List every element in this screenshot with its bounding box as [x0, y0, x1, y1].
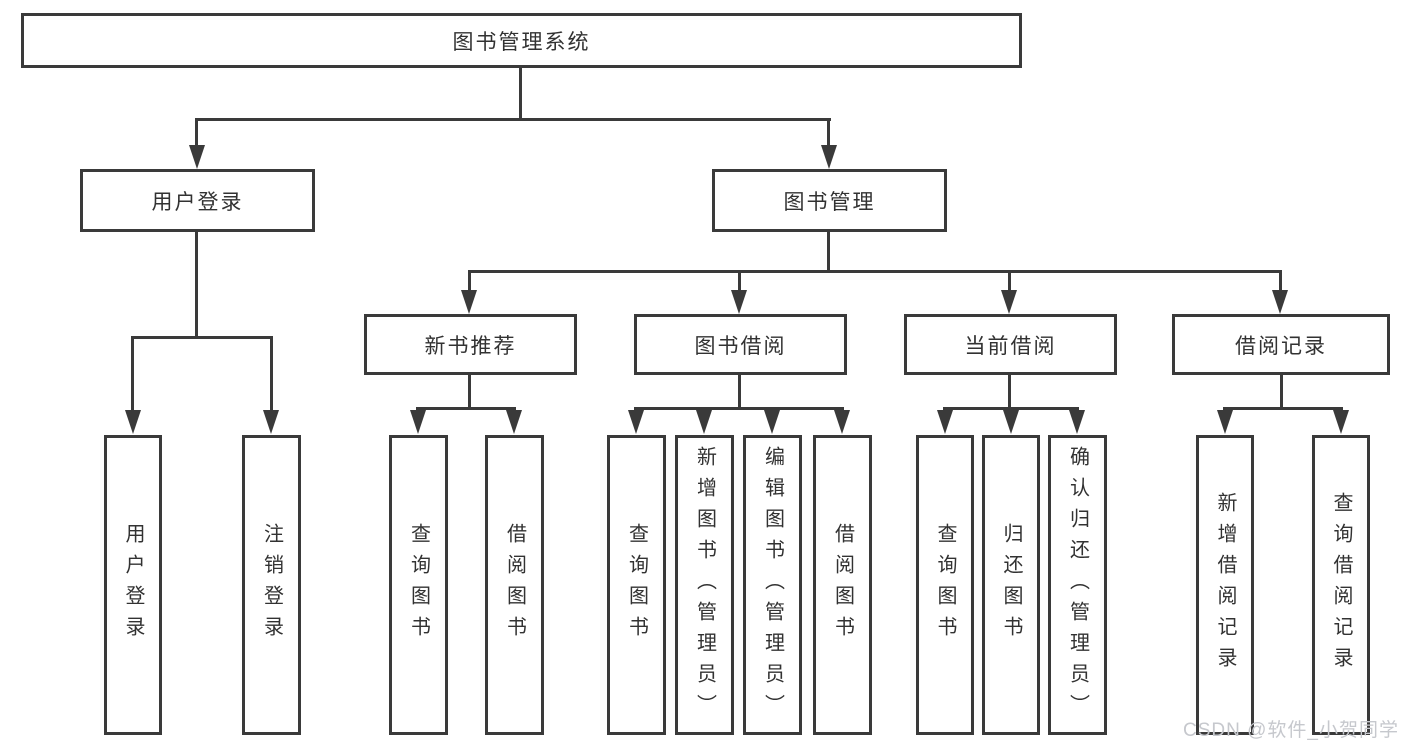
connector-to-user-login [195, 118, 198, 148]
connector-new-book-stem [468, 372, 471, 409]
node-book-management: 图书管理 [712, 169, 947, 232]
node-leaf-cb-return-books: 归还图书 [982, 435, 1040, 735]
node-leaf-nb-borrow-books: 借阅图书 [485, 435, 544, 735]
arrowhead-leaf-login [125, 410, 141, 434]
node-current-borrowing: 当前借阅 [904, 314, 1117, 375]
arrowhead-book-management [821, 145, 837, 169]
connector-user-login-stem [195, 229, 198, 338]
arrowhead-br-add [1217, 410, 1233, 434]
arrowhead-current-borrowing [1001, 290, 1017, 314]
connector-current-borrowing-stem [1008, 372, 1011, 409]
connector-borrowing-records-stem [1280, 372, 1283, 409]
node-leaf-bb-borrow-books: 借阅图书 [813, 435, 872, 735]
connector-book-management-stem [827, 229, 830, 272]
arrowhead-cb-return [1003, 410, 1019, 434]
arrowhead-nb-query [410, 410, 426, 434]
arrowhead-new-book [461, 290, 477, 314]
arrowhead-bb-add [696, 410, 712, 434]
connector-to-book-borrowing [738, 270, 741, 292]
connector-to-borrowing-records [1279, 270, 1282, 292]
node-leaf-nb-query-books: 查询图书 [389, 435, 448, 735]
connector-root-split [196, 118, 831, 121]
connector-user-login-split [131, 336, 273, 339]
connector-book-borrowing-split [634, 407, 844, 410]
arrowhead-user-login [189, 145, 205, 169]
connector-to-new-book [468, 270, 471, 292]
arrowhead-br-query [1333, 410, 1349, 434]
node-new-book-recommendation: 新书推荐 [364, 314, 577, 375]
connector-book-management-split [468, 270, 1282, 273]
arrowhead-cb-confirm [1069, 410, 1085, 434]
node-leaf-bb-query-books: 查询图书 [607, 435, 666, 735]
connector-to-leaf-login [131, 336, 134, 412]
node-leaf-bb-edit-books-admin: 编辑图书（管理员） [743, 435, 802, 735]
node-leaf-br-add-record: 新增借阅记录 [1196, 435, 1254, 735]
node-user-login: 用户登录 [80, 169, 315, 232]
connector-to-leaf-logout [270, 336, 273, 412]
node-leaf-logout: 注销登录 [242, 435, 301, 735]
arrowhead-nb-borrow [506, 410, 522, 434]
node-book-borrowing: 图书借阅 [634, 314, 847, 375]
arrowhead-book-borrowing [731, 290, 747, 314]
connector-borrowing-records-split [1223, 407, 1343, 410]
node-leaf-cb-confirm-return-admin: 确认归还（管理员） [1048, 435, 1107, 735]
arrowhead-borrowing-records [1272, 290, 1288, 314]
arrowhead-leaf-logout [263, 410, 279, 434]
watermark-text: CSDN @软件_小贺同学 [1183, 720, 1399, 741]
arrowhead-bb-borrow [834, 410, 850, 434]
node-leaf-br-query-record: 查询借阅记录 [1312, 435, 1370, 735]
node-leaf-bb-add-books-admin: 新增图书（管理员） [675, 435, 734, 735]
connector-to-book-management [827, 118, 830, 148]
node-leaf-user-login: 用户登录 [104, 435, 162, 735]
connector-current-borrowing-split [943, 407, 1079, 410]
node-library-management-system: 图书管理系统 [21, 13, 1022, 68]
connector-book-borrowing-stem [738, 372, 741, 409]
connector-root-stem [519, 66, 522, 120]
connector-to-current-borrowing [1008, 270, 1011, 292]
arrowhead-bb-edit [764, 410, 780, 434]
arrowhead-bb-query [628, 410, 644, 434]
node-leaf-cb-query-books: 查询图书 [916, 435, 974, 735]
connector-new-book-split [416, 407, 516, 410]
node-borrowing-records: 借阅记录 [1172, 314, 1390, 375]
arrowhead-cb-query [937, 410, 953, 434]
